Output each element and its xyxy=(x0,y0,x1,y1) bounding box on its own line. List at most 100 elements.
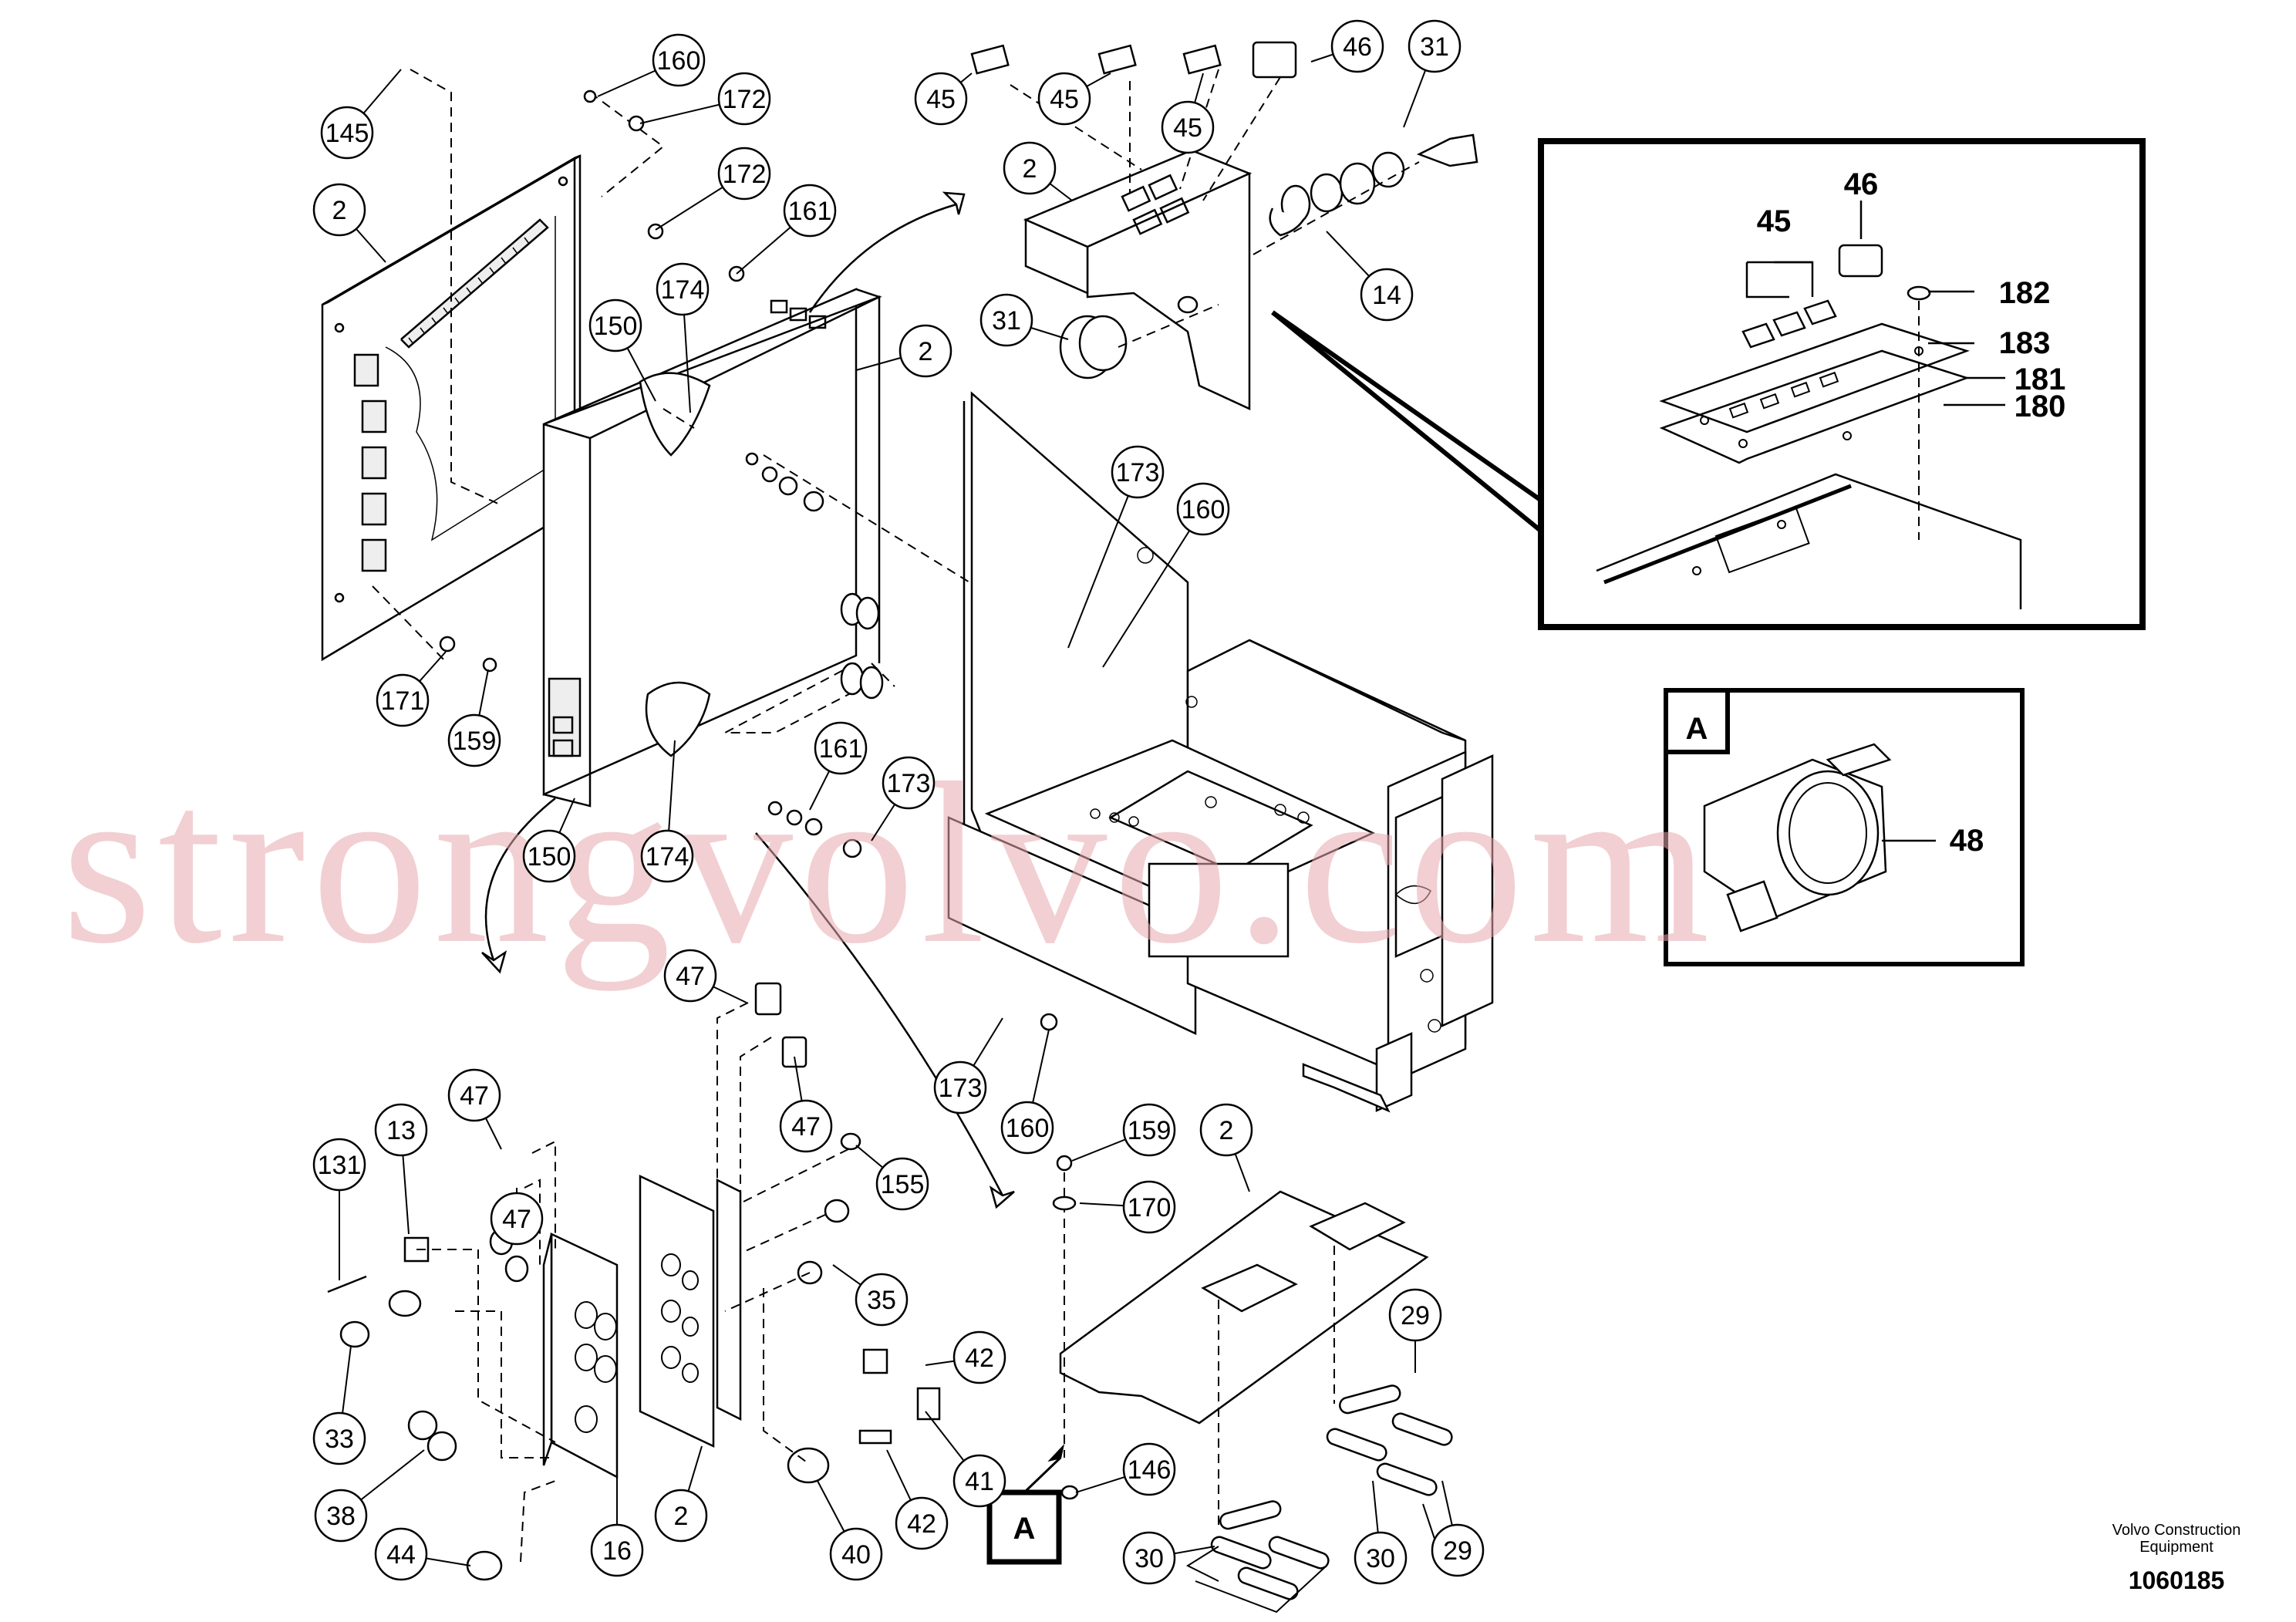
callout-c150a: 150 xyxy=(588,298,656,402)
callout-c160b: 160 xyxy=(1102,482,1230,668)
callout-circle xyxy=(447,713,501,767)
callout-circle xyxy=(447,1068,501,1122)
callout-c131: 131 xyxy=(312,1138,366,1280)
callout-number: 46 xyxy=(1343,32,1372,62)
callout-c174b: 174 xyxy=(640,740,694,883)
callout-number: 47 xyxy=(460,1081,489,1111)
callout-circle xyxy=(656,262,710,316)
callout-number: 29 xyxy=(1401,1301,1430,1330)
callout-number: 30 xyxy=(1366,1544,1395,1573)
callout-number: 47 xyxy=(676,962,705,991)
cover-plate xyxy=(1059,1190,1429,1425)
callout-c29b: 29 xyxy=(1431,1480,1485,1577)
circuit-board xyxy=(321,154,582,662)
callout-number: 13 xyxy=(386,1116,416,1145)
inset-label-181: 181 xyxy=(2014,363,2066,396)
callout-number: 29 xyxy=(1443,1536,1472,1566)
callout-c47d: 47 xyxy=(779,1056,833,1153)
callout-number: 159 xyxy=(453,727,497,756)
callout-c40: 40 xyxy=(817,1480,883,1581)
callout-c145: 145 xyxy=(320,69,402,160)
callout-c2_plate: 2 xyxy=(1199,1103,1253,1192)
callout-circle xyxy=(952,1330,1006,1384)
callout-c171: 171 xyxy=(376,651,447,727)
callout-number: 160 xyxy=(1182,495,1226,524)
callout-c13: 13 xyxy=(374,1103,428,1235)
callout-number: 155 xyxy=(881,1170,925,1199)
callout-number: 150 xyxy=(594,312,638,341)
callout-circle xyxy=(933,1061,987,1114)
callout-circle xyxy=(654,1489,708,1543)
callout-circle xyxy=(640,829,694,883)
view-a-callout-48: 48 xyxy=(1950,824,1984,858)
callout-number: 173 xyxy=(939,1074,983,1103)
callout-c146: 146 xyxy=(1075,1442,1176,1496)
callout-c173a: 173 xyxy=(871,756,936,841)
connector-48 xyxy=(1703,743,1892,932)
callout-number: 42 xyxy=(965,1344,994,1373)
callout-c161b: 161 xyxy=(809,721,868,811)
callout-c47b: 47 xyxy=(447,1068,502,1150)
callout-c150b: 150 xyxy=(522,798,576,883)
callout-circle xyxy=(663,949,717,1003)
callout-circle xyxy=(374,1527,428,1581)
callout-circle xyxy=(829,1527,883,1581)
leader-line xyxy=(1067,471,1138,649)
callout-circle xyxy=(1176,482,1230,536)
inset-labels: 46 45 182 183 181 180 A 48 xyxy=(1686,167,2066,858)
mounting-frame xyxy=(947,391,1494,1112)
callout-circle xyxy=(783,184,837,238)
callout-circle xyxy=(717,72,771,126)
callout-number: 2 xyxy=(1219,1116,1234,1145)
callout-number: 31 xyxy=(992,306,1021,336)
callout-circle xyxy=(1037,72,1091,126)
callout-circle xyxy=(1330,19,1384,73)
callout-circle xyxy=(895,1496,949,1550)
callout-c30a: 30 xyxy=(1122,1531,1215,1585)
callout-number: 131 xyxy=(318,1151,362,1180)
callout-circle xyxy=(320,106,374,160)
callout-circle xyxy=(1388,1288,1442,1342)
callout-number: 173 xyxy=(1116,458,1160,487)
callout-c159b: 159 xyxy=(1071,1103,1176,1162)
callout-c30b: 30 xyxy=(1354,1480,1408,1585)
callout-circle xyxy=(1111,445,1165,499)
callout-circle xyxy=(376,673,430,727)
switch-panel xyxy=(1023,149,1253,410)
callout-c41: 41 xyxy=(925,1411,1006,1508)
callout-number: 40 xyxy=(841,1540,871,1570)
callout-number: 170 xyxy=(1128,1193,1172,1222)
callout-number: 160 xyxy=(657,46,701,76)
callout-number: 174 xyxy=(661,275,705,305)
callout-circle xyxy=(312,183,366,237)
callout-c2_board: 2 xyxy=(312,183,386,263)
callout-number: 47 xyxy=(502,1205,531,1234)
callout-number: 161 xyxy=(819,734,863,764)
callout-circle xyxy=(1122,1531,1176,1585)
key-switch xyxy=(1059,133,1478,379)
callout-number: 172 xyxy=(723,85,767,114)
detail-inset xyxy=(1271,138,2146,630)
callout-c170: 170 xyxy=(1079,1180,1176,1234)
view-label: A xyxy=(1013,1512,1036,1546)
callout-number: 172 xyxy=(723,160,767,189)
callout-circle xyxy=(490,1192,544,1246)
callout-c161a: 161 xyxy=(736,184,837,275)
callout-number: 45 xyxy=(926,85,956,114)
callout-number: 2 xyxy=(1023,154,1037,184)
callout-circle xyxy=(717,147,771,201)
callout-number: 30 xyxy=(1135,1544,1164,1573)
callout-number: 2 xyxy=(919,337,933,366)
callout-circle xyxy=(1408,19,1462,73)
callout-c31b: 31 xyxy=(979,293,1069,347)
callout-circle xyxy=(1354,1531,1408,1585)
callout-c14: 14 xyxy=(1326,231,1414,322)
switch-bracket xyxy=(542,1175,742,1479)
callout-circle xyxy=(882,756,936,810)
callout-circle xyxy=(1199,1103,1253,1157)
inset-label-46: 46 xyxy=(1844,167,1879,201)
callout-c172a: 172 xyxy=(639,72,771,126)
callout-number: 41 xyxy=(965,1467,994,1496)
